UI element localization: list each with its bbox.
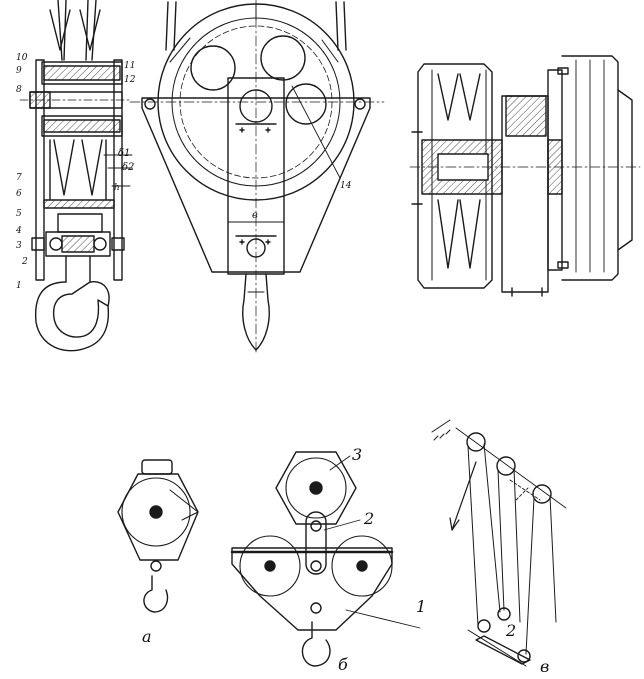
dim-width-b: в <box>252 210 258 221</box>
callout-1: 1 <box>16 281 22 291</box>
callout-b-3: 3 <box>352 445 362 464</box>
caption-b: б <box>338 655 348 674</box>
callout-11: 11 <box>124 61 135 71</box>
callout-b-1: 1 <box>416 597 426 616</box>
caption-v: в <box>540 657 549 676</box>
caption-a: а <box>142 627 152 646</box>
callout-3: 3 <box>16 241 22 251</box>
callout-14: 14 <box>340 181 352 191</box>
callout-8: 8 <box>16 85 22 95</box>
label-layer: 10 9 8 7 6 5 4 3 2 1 11 12 δ1 δ2 h в 14 … <box>15 53 549 676</box>
callout-12: 12 <box>124 75 136 85</box>
dim-h: h <box>114 183 120 193</box>
callout-v-2: 2 <box>505 621 516 640</box>
callout-9: 9 <box>16 66 22 76</box>
callout-4: 4 <box>15 226 22 236</box>
side-view-hook-block <box>409 55 641 297</box>
callout-7: 7 <box>16 173 22 183</box>
section-view-hook-block <box>19 0 133 352</box>
dim-delta-2: δ2 <box>122 162 134 173</box>
scheme-a-single-block <box>117 459 199 613</box>
callout-6: 6 <box>16 189 22 199</box>
front-view-hook-block <box>129 0 385 353</box>
dim-delta-1: δ1 <box>118 148 130 159</box>
callout-10: 10 <box>16 53 28 63</box>
scheme-v-reeving <box>431 419 567 667</box>
callout-5: 5 <box>16 209 22 219</box>
callout-b-2: 2 <box>363 509 374 528</box>
callout-2: 2 <box>21 257 28 267</box>
scheme-b-double-block <box>230 451 421 667</box>
